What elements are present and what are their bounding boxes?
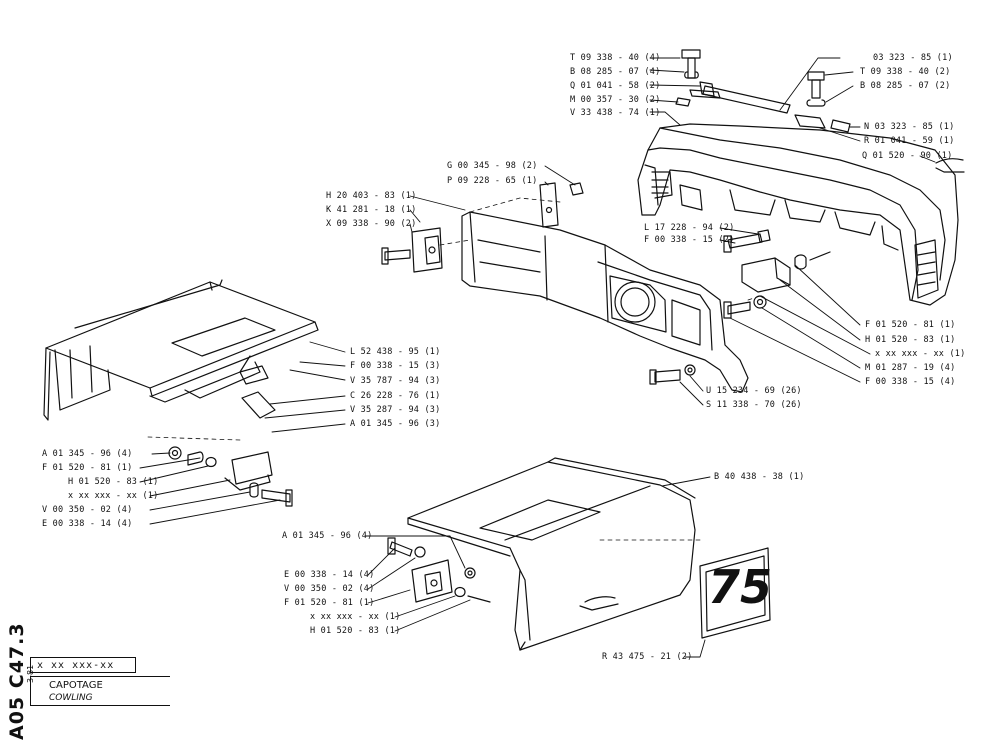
part-label: T 09 338 - 40 (2) [860, 67, 951, 77]
hinge-rod-drawing [675, 49, 965, 173]
part-label: x xx xxx - xx (1) [310, 612, 401, 622]
part-label: H 01 520 - 83 (1) [68, 477, 159, 487]
part-label: E 00 338 - 14 (4) [42, 519, 133, 529]
title-french: CAPOTAGE [49, 680, 103, 691]
part-label: M 01 287 - 19 (4) [865, 363, 956, 373]
part-label: B 08 285 - 07 (2) [860, 81, 951, 91]
part-label: H 01 520 - 83 (1) [310, 626, 401, 636]
side-panel-drawing [461, 211, 749, 393]
part-label: V 00 350 - 02 (4) [284, 584, 375, 594]
number-plate-drawing [699, 547, 771, 639]
part-label: H 20 403 - 83 (1) [326, 191, 417, 201]
part-label: A 01 345 - 96 (3) [350, 419, 441, 429]
part-label: F 01 520 - 81 (1) [42, 463, 133, 473]
part-label: H 01 520 - 83 (1) [865, 335, 956, 345]
part-label: A 01 345 - 96 (4) [42, 449, 133, 459]
part-label: U 15 234 - 69 (26) [706, 386, 802, 396]
part-label: B 08 285 - 07 (4) [570, 67, 661, 77]
part-label: S 11 338 - 70 (26) [706, 400, 802, 410]
part-label: V 00 350 - 02 (4) [42, 505, 133, 515]
part-label: V 35 287 - 94 (3) [350, 405, 441, 415]
part-label: x xx xxx - xx (1) [68, 491, 159, 501]
part-label: E 00 338 - 14 (4) [284, 570, 375, 580]
leader-lines [139, 57, 936, 658]
part-label: F 00 338 - 15 (3) [350, 361, 441, 371]
part-label: R 43 475 - 21 (2) [602, 652, 693, 662]
part-label: R 01 041 - 59 (1) [864, 136, 955, 146]
dashed-guides [147, 197, 761, 541]
part-label: 03 323 - 85 (1) [873, 53, 953, 63]
title-block: CAPOTAGE COWLING [30, 676, 170, 706]
document-code: A05 C47.3 [6, 622, 28, 740]
center-fasteners-drawing [381, 182, 831, 385]
page-number: 75 [708, 560, 773, 614]
reference-box: x xx xxx-xx [30, 657, 136, 673]
part-label: L 52 438 - 95 (1) [350, 347, 441, 357]
part-label: P 09 228 - 65 (1) [447, 176, 538, 186]
part-label: F 01 520 - 81 (1) [284, 598, 375, 608]
part-label: A 01 345 - 96 (4) [282, 531, 373, 541]
part-label: N 03 323 - 85 (1) [864, 122, 955, 132]
title-english: COWLING [49, 693, 93, 703]
part-label: V 33 438 - 74 (1) [570, 108, 661, 118]
part-label: Q 01 520 - 90 (1) [862, 151, 953, 161]
bottom-cover-drawing [407, 457, 696, 651]
part-label: F 00 338 - 15 (2) [644, 235, 735, 245]
part-label: x xx xxx - xx (1) [875, 349, 966, 359]
part-label: Q 01 041 - 58 (2) [570, 81, 661, 91]
left-latch-drawing [168, 446, 293, 507]
part-label: V 35 787 - 94 (3) [350, 376, 441, 386]
part-label: F 01 520 - 81 (1) [865, 320, 956, 330]
part-label: B 40 438 - 38 (1) [714, 472, 805, 482]
part-label: G 00 345 - 98 (2) [447, 161, 538, 171]
part-label: L 17 228 - 94 (2) [644, 223, 735, 233]
part-label: F 00 338 - 15 (4) [865, 377, 956, 387]
left-cover-drawing [43, 279, 319, 421]
part-label: K 41 281 - 18 (1) [326, 205, 417, 215]
part-label: M 00 357 - 30 (2) [570, 95, 661, 105]
part-label: C 26 228 - 76 (1) [350, 391, 441, 401]
part-label: T 09 338 - 40 (4) [570, 53, 661, 63]
rear-cowling-drawing [637, 123, 959, 306]
part-label: X 09 338 - 90 (2) [326, 219, 417, 229]
bottom-latch-drawing [387, 537, 491, 603]
